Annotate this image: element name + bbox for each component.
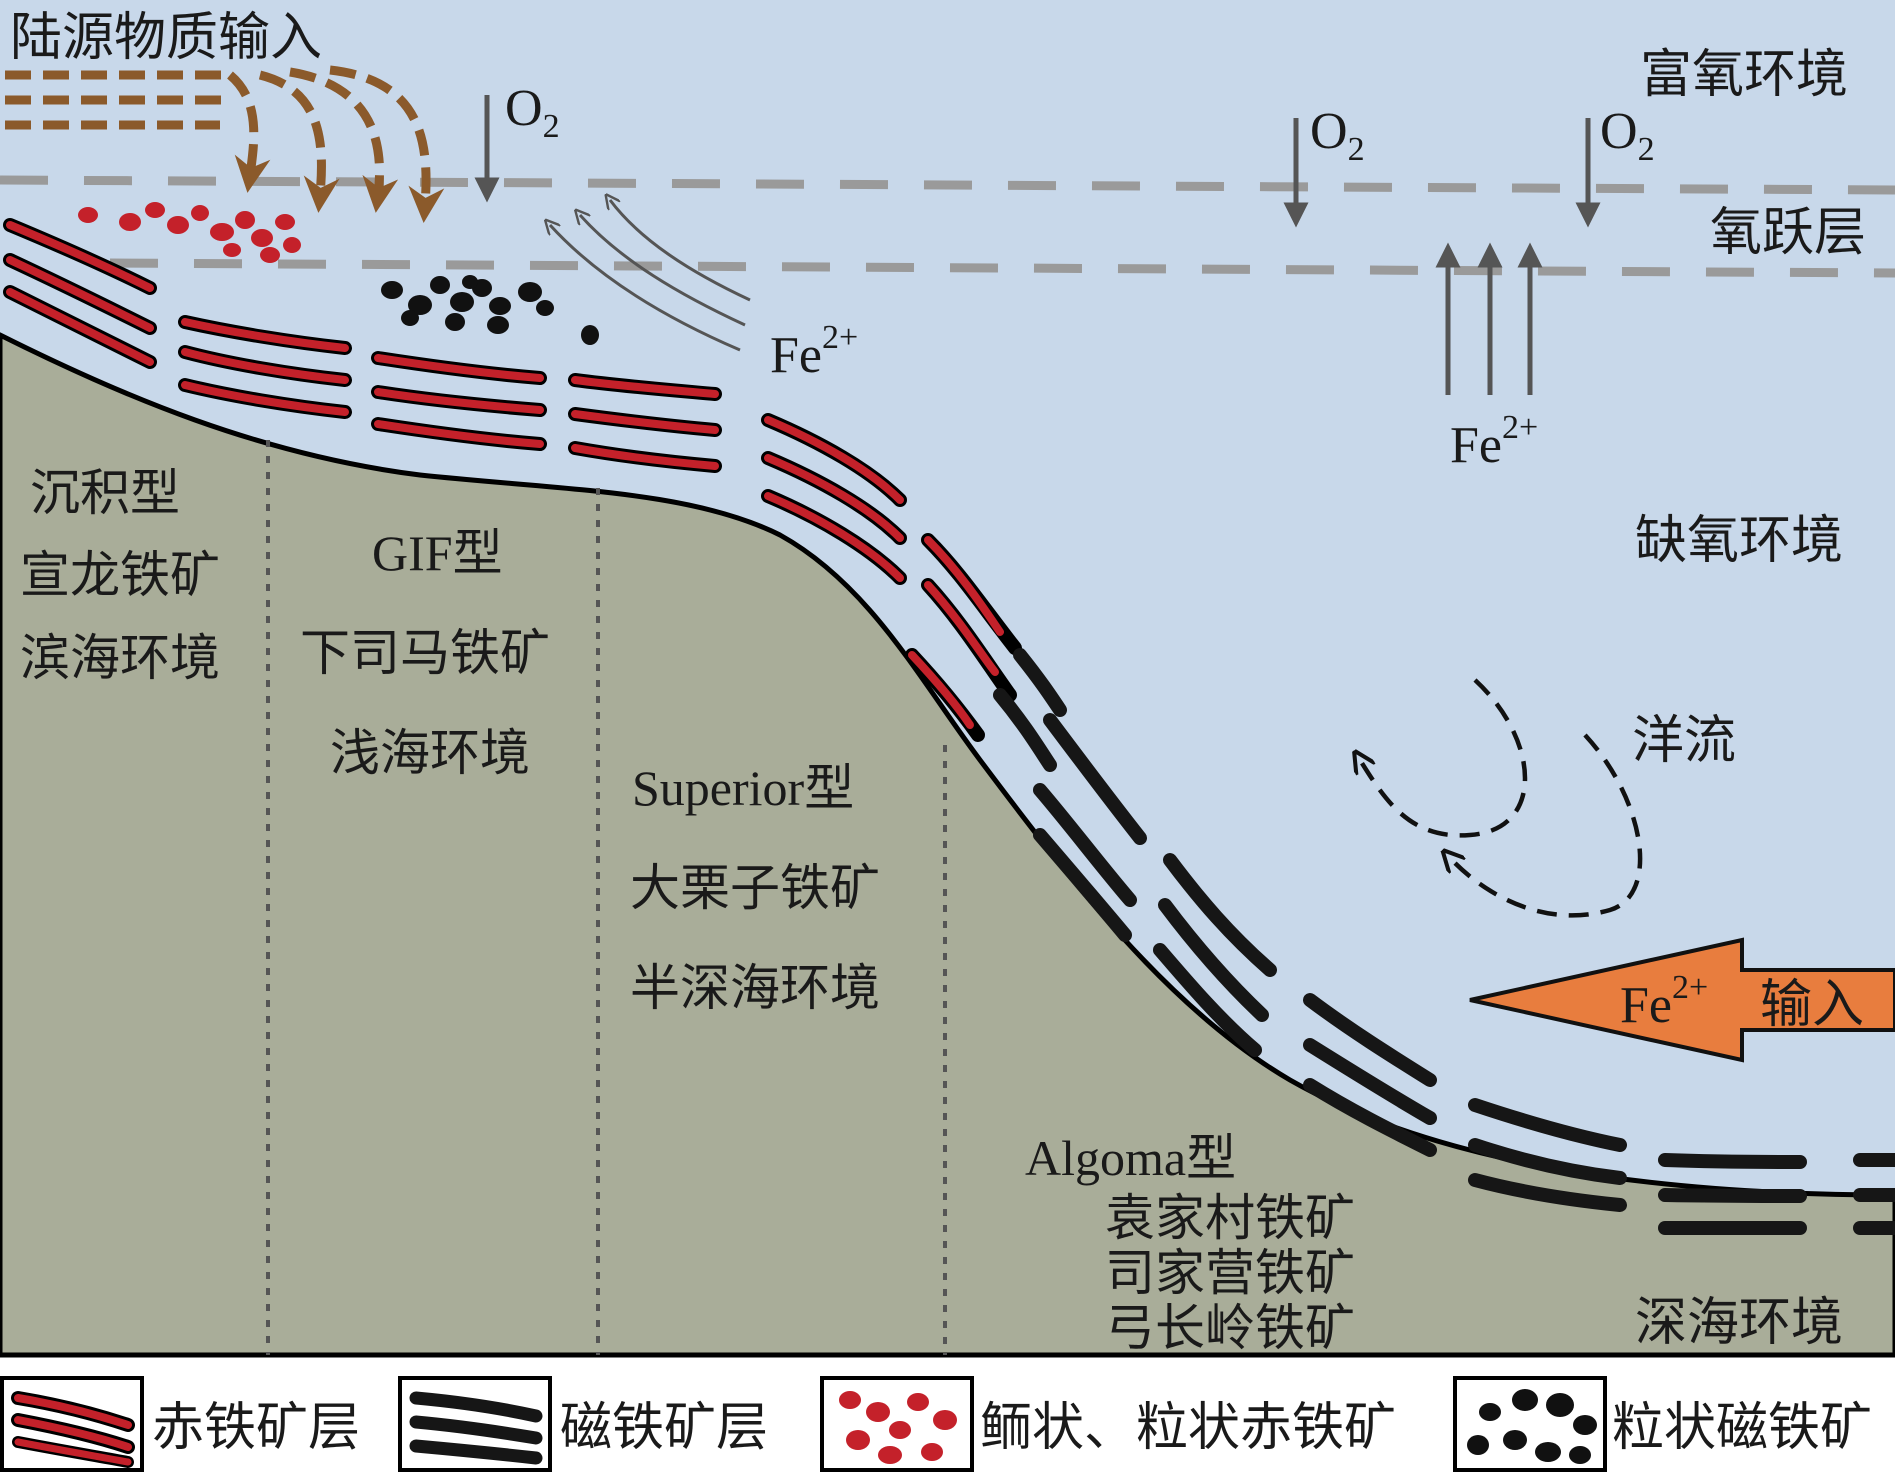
zone-3-environment: 半深海环境: [630, 960, 880, 1016]
oolitic-hematite-grains: [78, 202, 301, 263]
terrestrial-input-lines: [5, 65, 445, 223]
legend-label-granular-magnetite: 粒状磁铁矿: [1612, 1400, 1872, 1457]
oxycline-label: 氧跃层: [1710, 205, 1866, 262]
hematite-layer-swatch: [11, 1391, 135, 1468]
fe-input-label: Fe2+: [1620, 969, 1708, 1034]
fe-input-arrow: [1469, 937, 1895, 1063]
zone-4-type: Algoma型: [1025, 1130, 1236, 1186]
fe-label: Fe2+: [1450, 409, 1538, 474]
zone-3-type: Superior型: [632, 760, 854, 816]
granular-magnetite-swatch: [1467, 1389, 1597, 1464]
o2-label: O2: [1600, 103, 1655, 168]
ocean-current-arrows: [1360, 678, 1643, 918]
zone-4-deposit-2: 司家营铁矿: [1105, 1245, 1355, 1301]
oxycline-lower: [109, 258, 1895, 278]
zone-4-deposit-3: 弓长岭铁矿: [1105, 1300, 1355, 1356]
oxycline-upper: [0, 175, 1895, 195]
zone-2-environment: 浅海环境: [330, 725, 530, 781]
magnetite-layers: [993, 648, 1895, 1236]
fe-input-word: 输入: [1760, 977, 1864, 1034]
zone-4-deposit-1: 袁家村铁矿: [1105, 1190, 1355, 1246]
zone-1-type: 沉积型: [30, 465, 180, 521]
hematite-layers-fill: [6, 221, 1004, 729]
oxic-environment-label: 富氧环境: [1640, 47, 1848, 104]
fe-label: Fe2+: [770, 319, 858, 384]
zone-2-type: GIF型: [372, 525, 503, 581]
magnetite-layer-swatch: [409, 1391, 543, 1465]
fe-upwelling-arrows-left: [550, 200, 751, 352]
granular-magnetite-grains: [381, 275, 599, 345]
deep-sea-label: 深海环境: [1635, 1295, 1843, 1352]
legend-label-oolitic-hematite: 鲕状、粒状赤铁矿: [980, 1400, 1396, 1457]
terrestrial-input-label: 陆源物质输入: [10, 10, 322, 67]
anoxic-environment-label: 缺氧环境: [1635, 513, 1843, 570]
legend-label-hematite: 赤铁矿层: [152, 1400, 360, 1457]
zone-3-deposit: 大栗子铁矿: [630, 860, 880, 916]
legend: 赤铁矿层 磁铁矿层 鲕状、粒状赤铁矿: [0, 1376, 1872, 1472]
zone-2-deposit: 下司马铁矿: [300, 625, 550, 681]
legend-label-magnetite: 磁铁矿层: [560, 1400, 768, 1457]
oolitic-hematite-swatch: [839, 1391, 957, 1464]
zone-1-deposit: 宣龙铁矿: [20, 547, 220, 603]
zone-1-environment: 滨海环境: [20, 630, 220, 686]
o2-label: O2: [1310, 103, 1365, 168]
o2-label: O2: [505, 80, 560, 145]
ocean-current-label: 洋流: [1632, 713, 1736, 770]
